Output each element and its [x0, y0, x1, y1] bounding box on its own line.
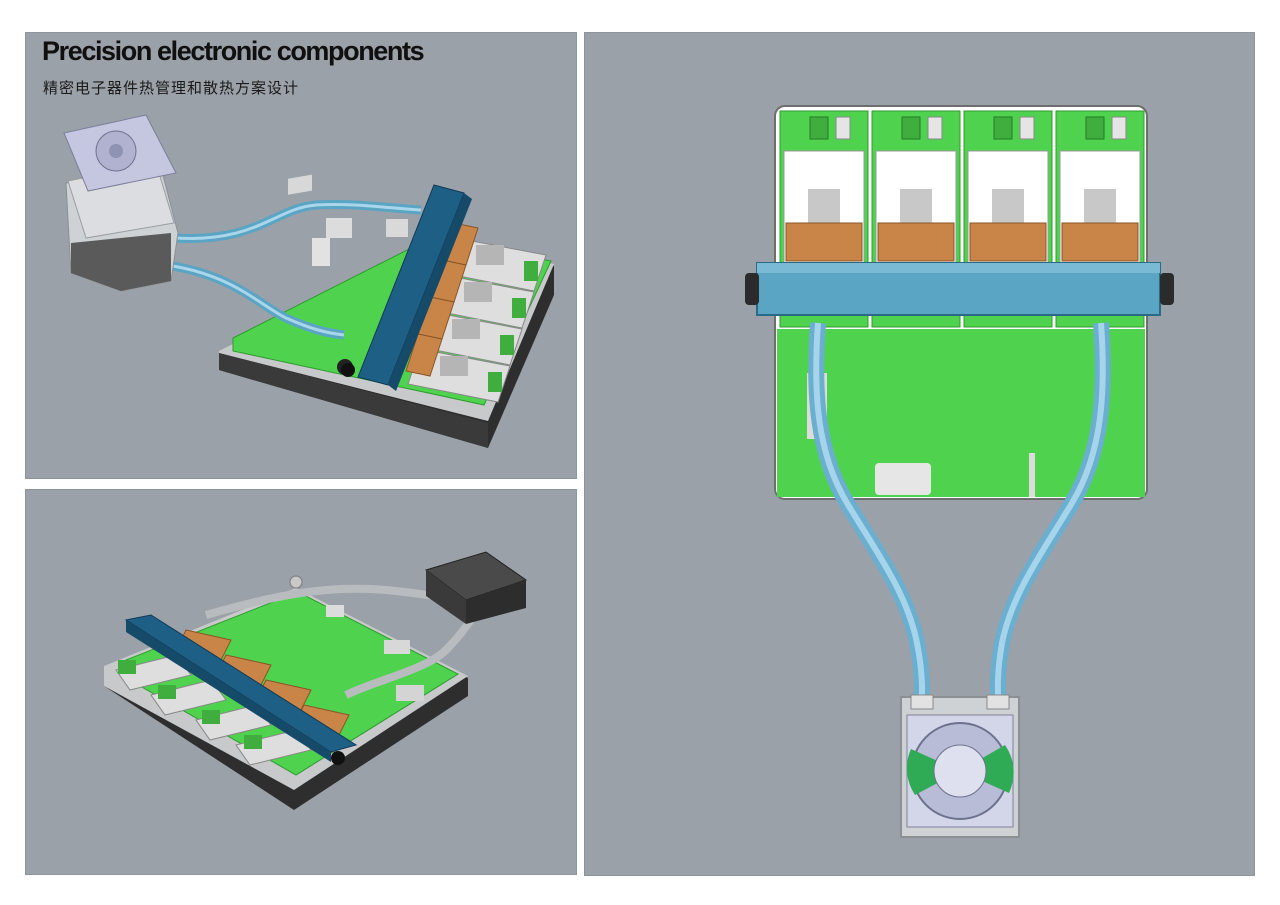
terminal-connector [1085, 116, 1105, 140]
copper-pad [969, 222, 1047, 262]
copper-pad [1061, 222, 1139, 262]
manifold-end-cap [1160, 273, 1174, 305]
terminal-pin [927, 116, 943, 140]
module-chip [992, 189, 1024, 223]
terminal-connector [809, 116, 829, 140]
connector-block [875, 463, 931, 495]
module-chip [808, 189, 840, 223]
manifold-end-cap [331, 751, 345, 765]
coolant-tubes [808, 322, 1111, 714]
terminal-connector [993, 116, 1013, 140]
page-subtitle: 精密电子器件热管理和散热方案设计 [43, 79, 300, 97]
module-chip [1084, 189, 1116, 223]
copper-pad [877, 222, 955, 262]
terminal-pin [835, 116, 851, 140]
fan-heatsink [63, 114, 179, 292]
isometric-assembly-illustration [63, 114, 554, 448]
terminal-pin [1111, 116, 1127, 140]
standoff [289, 575, 303, 589]
isometric-view-panel: Precision electronic components 精密电子器件热管… [25, 32, 577, 479]
manifold-end-cap [745, 273, 759, 305]
coolant-tubes [145, 200, 422, 340]
copper-pad [785, 222, 863, 262]
terminal-connector [901, 116, 921, 140]
fan-hub [933, 744, 987, 798]
coolant-manifold [745, 262, 1174, 316]
page-title: Precision electronic components [42, 36, 425, 66]
coolant-manifold [337, 184, 472, 391]
coolant-manifold [124, 614, 358, 765]
fan-heatsink [900, 694, 1020, 838]
cold-plate [424, 551, 528, 624]
top-view-panel [584, 32, 1255, 876]
rear-isometric-view-panel [25, 489, 577, 875]
module-chip [900, 189, 932, 223]
connector-block [396, 685, 424, 701]
top-view-illustration [745, 105, 1174, 838]
module-row [115, 654, 312, 766]
rear-assembly-illustration [104, 551, 528, 810]
terminal-pin [1019, 116, 1035, 140]
